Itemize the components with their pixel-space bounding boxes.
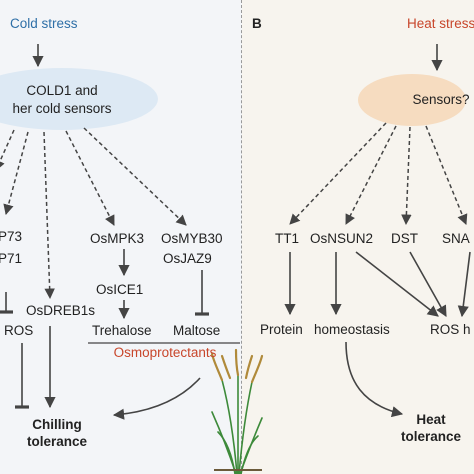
gene-p71-label: P71 [0,251,23,266]
cold-ros-label: ROS [4,323,34,338]
dst-to-ros-arrow [409,251,447,317]
osmyb30-label: OsMYB30 [161,231,223,246]
osmoprotectants-label: Osmoprotectants [113,345,217,360]
dashed-arrow-myb30 [83,127,187,226]
sna-to-ros-arrow [457,251,471,318]
osdreb1s-label: OsDREB1s [26,303,96,318]
panel-divider [241,0,242,474]
osjaz9-label: OsJAZ9 [163,251,212,266]
dashed-arrow-dreb [43,131,55,300]
dashed-arrow-nsun2 [345,125,397,225]
chilling-tolerance-line1: Chilling [32,417,82,432]
cold-sensor-label-line2: her cold sensors [12,101,112,116]
dashed-arrow-sna [425,125,468,225]
cold-sensor-label-line1: COLD1 and [26,83,98,98]
osnsun2-label: OsNSUN2 [310,231,374,246]
tt1-label: TT1 [275,231,300,246]
trehalose-label: Trehalose [92,323,152,338]
panel-b-label: B [252,16,262,31]
homeostasis-to-heat-tolerance-arrow [345,341,404,418]
maltose-label: Maltose [173,323,221,338]
nsun2-to-ros-arrow [355,251,439,317]
cold-stress-title: Cold stress [10,16,78,31]
homeostasis-label: homeostasis [314,322,390,337]
heat-tolerance-line2: tolerance [400,429,462,444]
sna-label: SNA [442,231,470,246]
heat-dashed-arrows [289,122,468,226]
heat-sensor-label: Sensors? [412,92,470,107]
dashed-arrow-p73 [3,131,29,216]
osice1-label: OsICE1 [96,282,144,297]
protein-label: Protein [260,322,303,337]
osmo-to-tolerance-arrow [112,377,201,420]
sensor-dashed-arrows [0,127,187,300]
dst-label: DST [391,231,418,246]
osmpk3-label: OsMPK3 [90,231,145,246]
cold-sensor-ellipse [0,68,158,130]
chilling-tolerance-line2: tolerance [26,434,88,449]
dashed-arrow-mpk3 [65,130,115,226]
heat-tolerance-line1: Heat [416,412,446,427]
heat-ros-label: ROS h [430,322,471,337]
heat-sensor-ellipse [358,74,466,126]
dashed-arrow-offscreen [0,129,15,171]
dashed-arrow-dst [401,126,412,226]
gene-p73-label: P73 [0,229,23,244]
dashed-arrow-tt1 [289,122,387,225]
heat-stress-title: Heat stress [407,16,474,31]
rice-plant-illustration [210,348,264,474]
